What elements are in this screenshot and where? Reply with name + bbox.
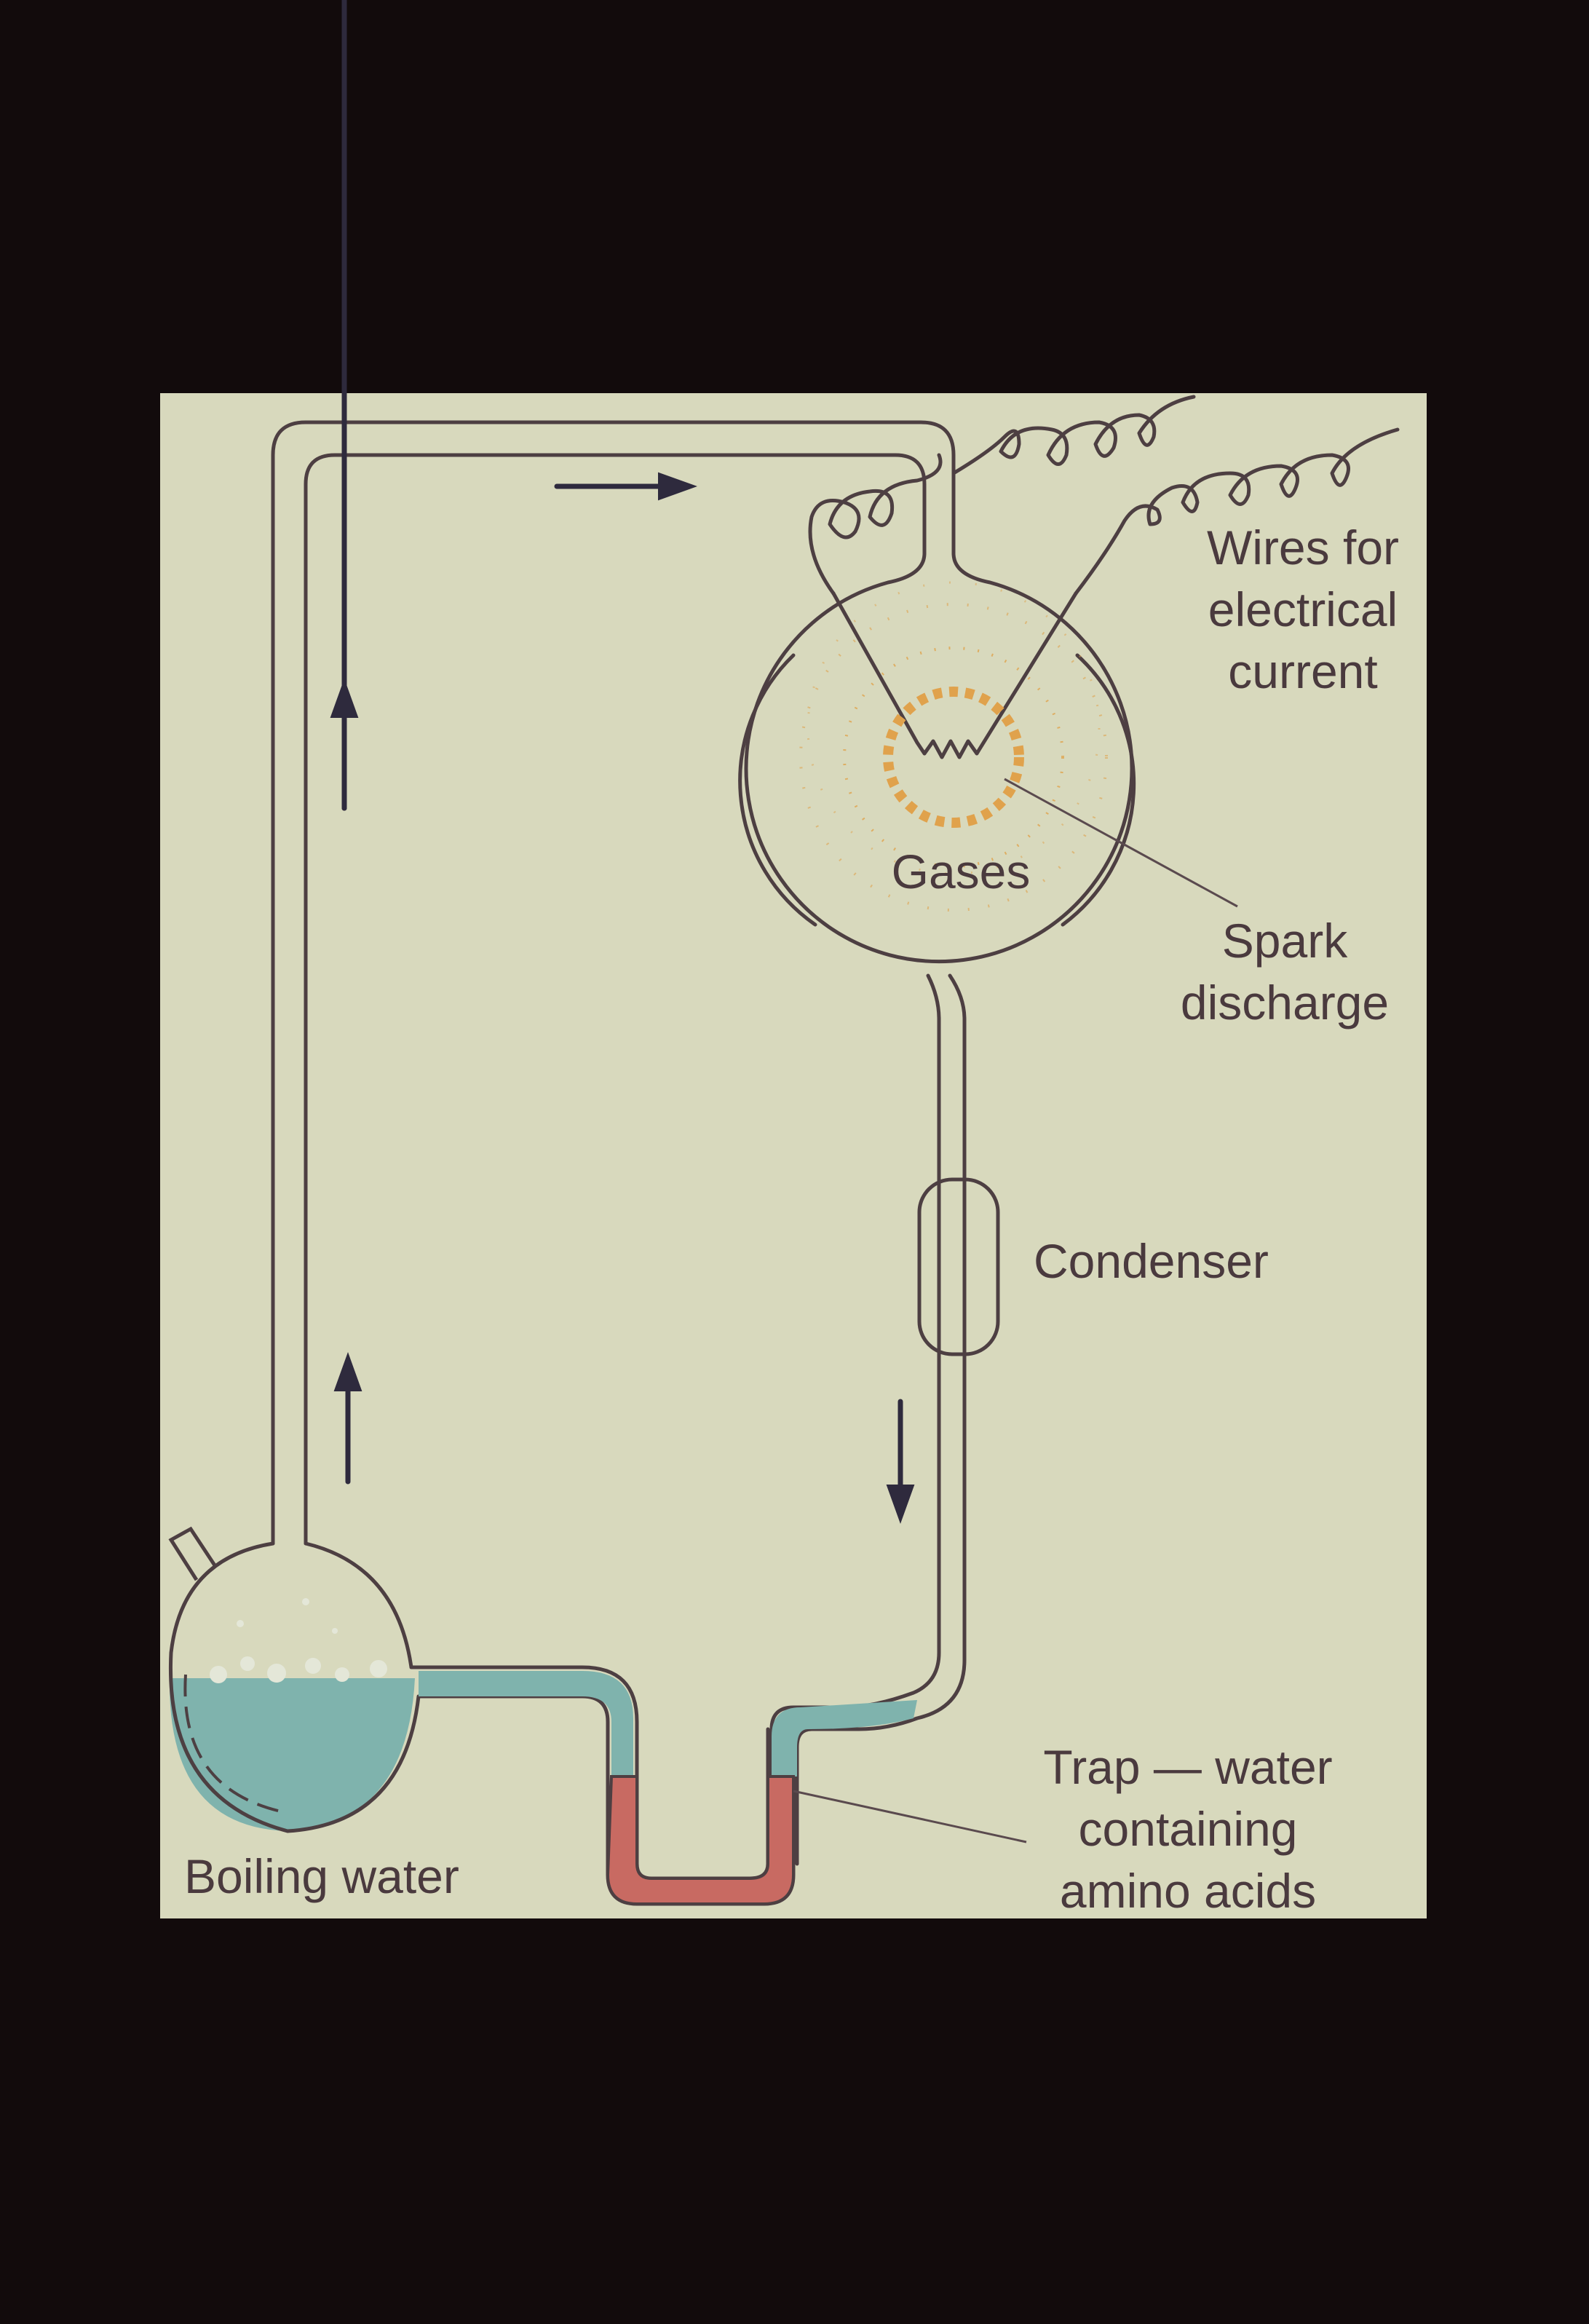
arrow-up-icon xyxy=(333,1352,362,1485)
condenser-jacket xyxy=(917,1177,1000,1356)
return-tube-inner xyxy=(304,453,927,1546)
wire-coil-left xyxy=(808,453,943,596)
electrodes xyxy=(831,591,1078,759)
condenser-label: Condenser xyxy=(1034,1234,1269,1288)
boiling-flask xyxy=(168,1526,917,1906)
trap-leader-line xyxy=(793,1790,1027,1843)
trap-label-line-2: containing xyxy=(1079,1802,1298,1856)
arrow-down-icon xyxy=(886,1399,915,1524)
wires-label-line-2: electrical xyxy=(1208,582,1398,636)
arrow-up-icon xyxy=(330,0,359,811)
return-water xyxy=(772,1700,917,1776)
condenser-tube-inner xyxy=(795,973,967,1866)
spark-label-line-1: Spark xyxy=(1222,914,1348,968)
wire-coil-right xyxy=(1074,427,1400,596)
gases-label: Gases xyxy=(892,845,1031,898)
boiling-water-label: Boiling water xyxy=(184,1849,459,1903)
spark-label: Spark discharge xyxy=(1181,914,1389,1029)
spark-leader-line xyxy=(1004,778,1238,908)
spark-burst-icon xyxy=(799,581,1108,912)
trap-label: Trap — water containing amino acids xyxy=(1043,1740,1332,1918)
gas-flask xyxy=(744,551,1134,964)
trap-label-line-3: amino acids xyxy=(1060,1864,1316,1918)
return-tube-outer xyxy=(271,420,956,1546)
boiling-water-fill xyxy=(169,1678,416,1831)
wires-label-line-3: current xyxy=(1228,644,1377,698)
trap-label-line-1: Trap — water xyxy=(1043,1740,1332,1794)
wire-coil-top xyxy=(951,395,1196,475)
gas-flask-inner-shade-right xyxy=(1061,653,1136,927)
trap-liquid xyxy=(606,1775,795,1905)
gas-flask-inner-shade xyxy=(738,653,817,927)
flask-stopper xyxy=(168,1526,217,1581)
boiling-flask-shade xyxy=(183,1674,288,1814)
connecting-water xyxy=(419,1671,633,1776)
spark-label-line-2: discharge xyxy=(1181,976,1389,1029)
condenser-tube-outer xyxy=(769,973,941,1866)
wires-label-line-1: Wires for xyxy=(1207,521,1399,574)
wires-label: Wires for electrical current xyxy=(1207,521,1399,698)
boiling-bubbles xyxy=(210,1598,387,1683)
arrow-right-icon xyxy=(554,472,697,501)
